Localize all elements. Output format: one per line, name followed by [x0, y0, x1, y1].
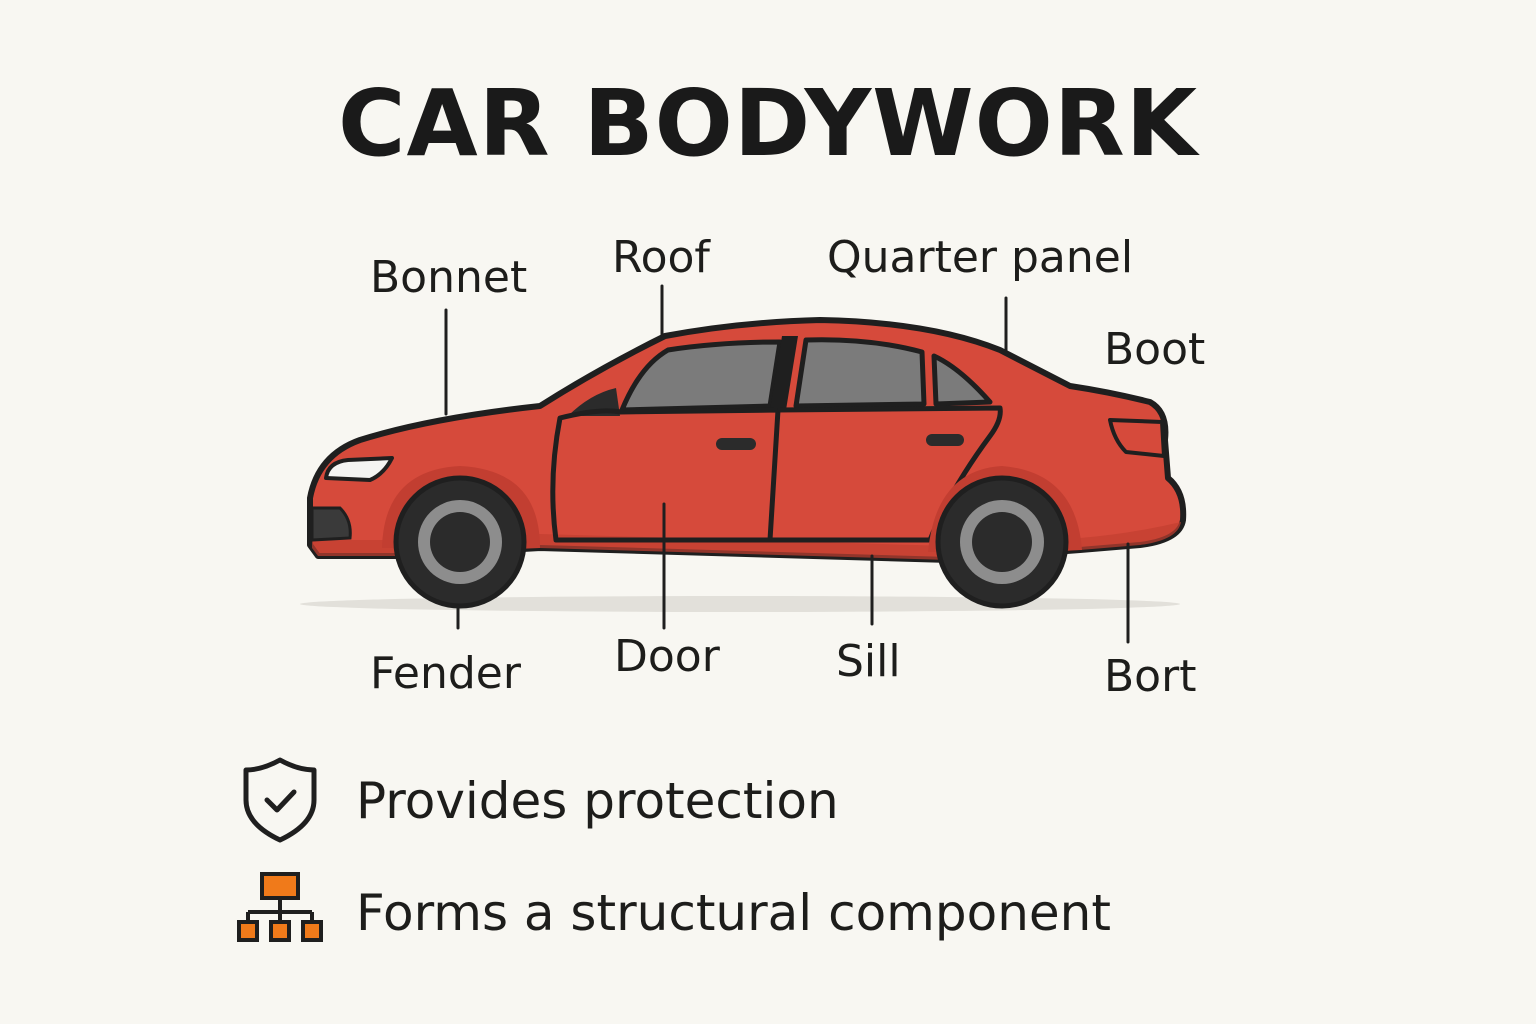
page-title: CAR BODYWORK — [337, 70, 1199, 177]
front-hub — [430, 512, 490, 572]
feature-protection: Provides protection — [236, 756, 1336, 846]
label-fender: Fender — [370, 648, 521, 699]
front-door-outline — [550, 407, 781, 543]
label-door: Door — [614, 631, 720, 682]
rear-window — [793, 337, 927, 409]
feature-structural: Forms a structural component — [236, 868, 1336, 958]
label-bonnet: Bonnet — [370, 252, 528, 303]
front-grille — [310, 506, 352, 542]
headlight — [324, 456, 394, 482]
label-sill: Sill — [836, 636, 901, 687]
label-bort: Bort — [1104, 651, 1197, 702]
b-pillar — [770, 336, 798, 410]
front-door-handle — [716, 438, 756, 450]
rear-door-handle — [926, 434, 964, 446]
shield-check-icon — [243, 757, 317, 843]
front-window — [619, 339, 783, 413]
hierarchy-icon — [237, 872, 323, 942]
feature-protection-text: Provides protection — [356, 772, 839, 830]
ground-shadow — [300, 596, 1180, 612]
label-quarter-panel: Quarter panel — [827, 232, 1134, 283]
tail-light — [1108, 418, 1166, 458]
feature-structural-text: Forms a structural component — [356, 884, 1111, 942]
label-roof: Roof — [612, 232, 710, 283]
leader-lines — [444, 284, 1130, 644]
quarter-window — [931, 353, 993, 407]
rear-hub — [972, 512, 1032, 572]
label-boot: Boot — [1104, 324, 1206, 375]
